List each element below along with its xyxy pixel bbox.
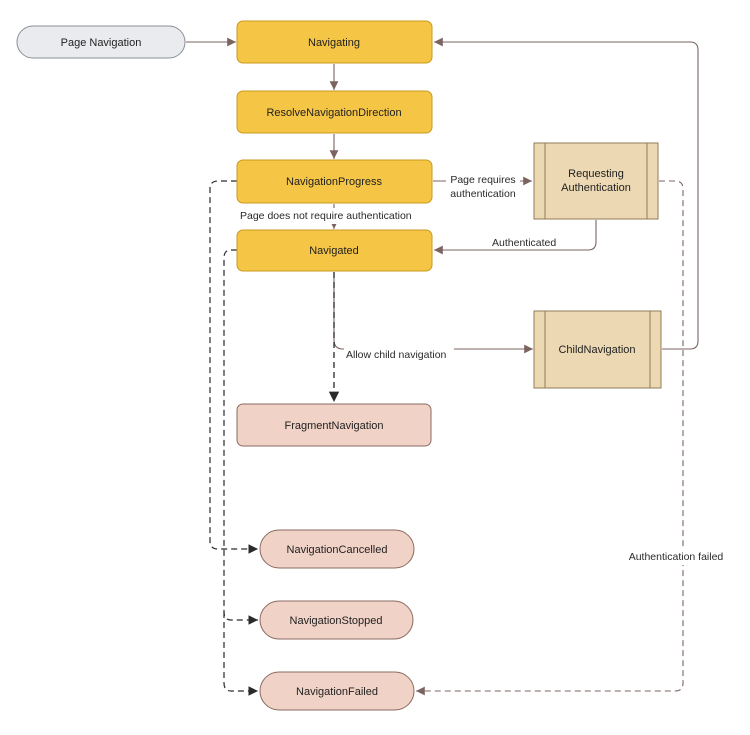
node-navigating[interactable]: Navigating — [236, 20, 433, 64]
edge-navigated-to-child-navigation — [333, 272, 533, 354]
node-navigation-stopped-shape — [259, 600, 414, 640]
edge-navigated-to-failed — [223, 612, 258, 696]
node-navigated-label: Navigated — [309, 245, 359, 257]
node-resolve-navigation-direction[interactable]: ResolveNavigationDirection — [236, 90, 433, 134]
node-resolve-navigation-direction-shape — [236, 90, 433, 134]
node-fragment-navigation-shape — [236, 403, 432, 447]
connectors — [186, 37, 736, 696]
node-navigation-progress-shape — [236, 159, 433, 204]
node-navigation-failed-label: NavigationFailed — [296, 686, 378, 698]
node-navigation-cancelled-shape — [259, 529, 415, 569]
authentication-failed-label: Authentication failed — [629, 551, 724, 563]
node-navigated[interactable]: Navigated — [236, 229, 433, 272]
node-requesting-authentication-label-line2: Authentication — [561, 182, 631, 194]
edge-child-navigation-to-navigating — [434, 37, 699, 350]
node-fragment-navigation[interactable]: FragmentNavigation — [236, 403, 432, 447]
node-fragment-navigation-label: FragmentNavigation — [284, 420, 383, 432]
node-requesting-authentication-shape — [533, 142, 659, 220]
node-child-navigation-shape — [533, 310, 662, 389]
node-requesting-authentication[interactable]: Requesting Authentication — [533, 142, 659, 220]
nodes: Page Navigation Navigating ResolveNaviga… — [16, 20, 662, 711]
node-navigation-failed-shape — [259, 671, 415, 711]
edge-requesting-auth-to-failed — [416, 180, 684, 696]
node-page-navigation-label: Page Navigation — [61, 37, 142, 49]
node-navigating-label: Navigating — [308, 37, 360, 49]
node-navigation-cancelled[interactable]: NavigationCancelled — [259, 529, 415, 569]
page-requires-auth-label-line2: authentication — [450, 188, 516, 200]
node-navigation-progress[interactable]: NavigationProgress — [236, 159, 433, 204]
node-navigation-failed[interactable]: NavigationFailed — [259, 671, 415, 711]
page-requires-auth-label-line1: Page requires — [450, 174, 515, 186]
node-requesting-authentication-label-line1: Requesting — [568, 168, 624, 180]
authentication-failed-label-bg — [630, 547, 736, 565]
node-resolve-navigation-direction-label: ResolveNavigationDirection — [266, 107, 401, 119]
edge-progress-to-cancelled — [209, 180, 258, 554]
node-page-navigation[interactable]: Page Navigation — [16, 25, 186, 59]
node-navigated-shape — [236, 229, 433, 272]
node-navigation-stopped[interactable]: NavigationStopped — [259, 600, 414, 640]
authenticated-label: Authenticated — [492, 237, 556, 249]
allow-child-navigation-label: Allow child navigation — [346, 349, 447, 361]
allow-child-navigation-label-bg — [344, 346, 454, 362]
node-navigation-progress-label: NavigationProgress — [286, 176, 382, 188]
edge-labels: Page requires authentication Page does n… — [238, 171, 723, 563]
node-navigating-shape — [236, 20, 433, 64]
edge-navigated-to-stopped — [223, 249, 258, 625]
page-does-not-require-auth-label: Page does not require authentication — [240, 210, 412, 222]
node-navigation-stopped-label: NavigationStopped — [290, 615, 383, 627]
node-child-navigation-label: ChildNavigation — [558, 344, 635, 356]
node-page-navigation-shape — [16, 25, 186, 59]
page-does-not-require-auth-label-bg — [238, 208, 418, 224]
edge-requesting-auth-to-navigated — [434, 220, 597, 255]
node-child-navigation[interactable]: ChildNavigation — [533, 310, 662, 389]
node-navigation-cancelled-label: NavigationCancelled — [287, 544, 388, 556]
page-requires-auth-label-bg — [446, 171, 520, 201]
